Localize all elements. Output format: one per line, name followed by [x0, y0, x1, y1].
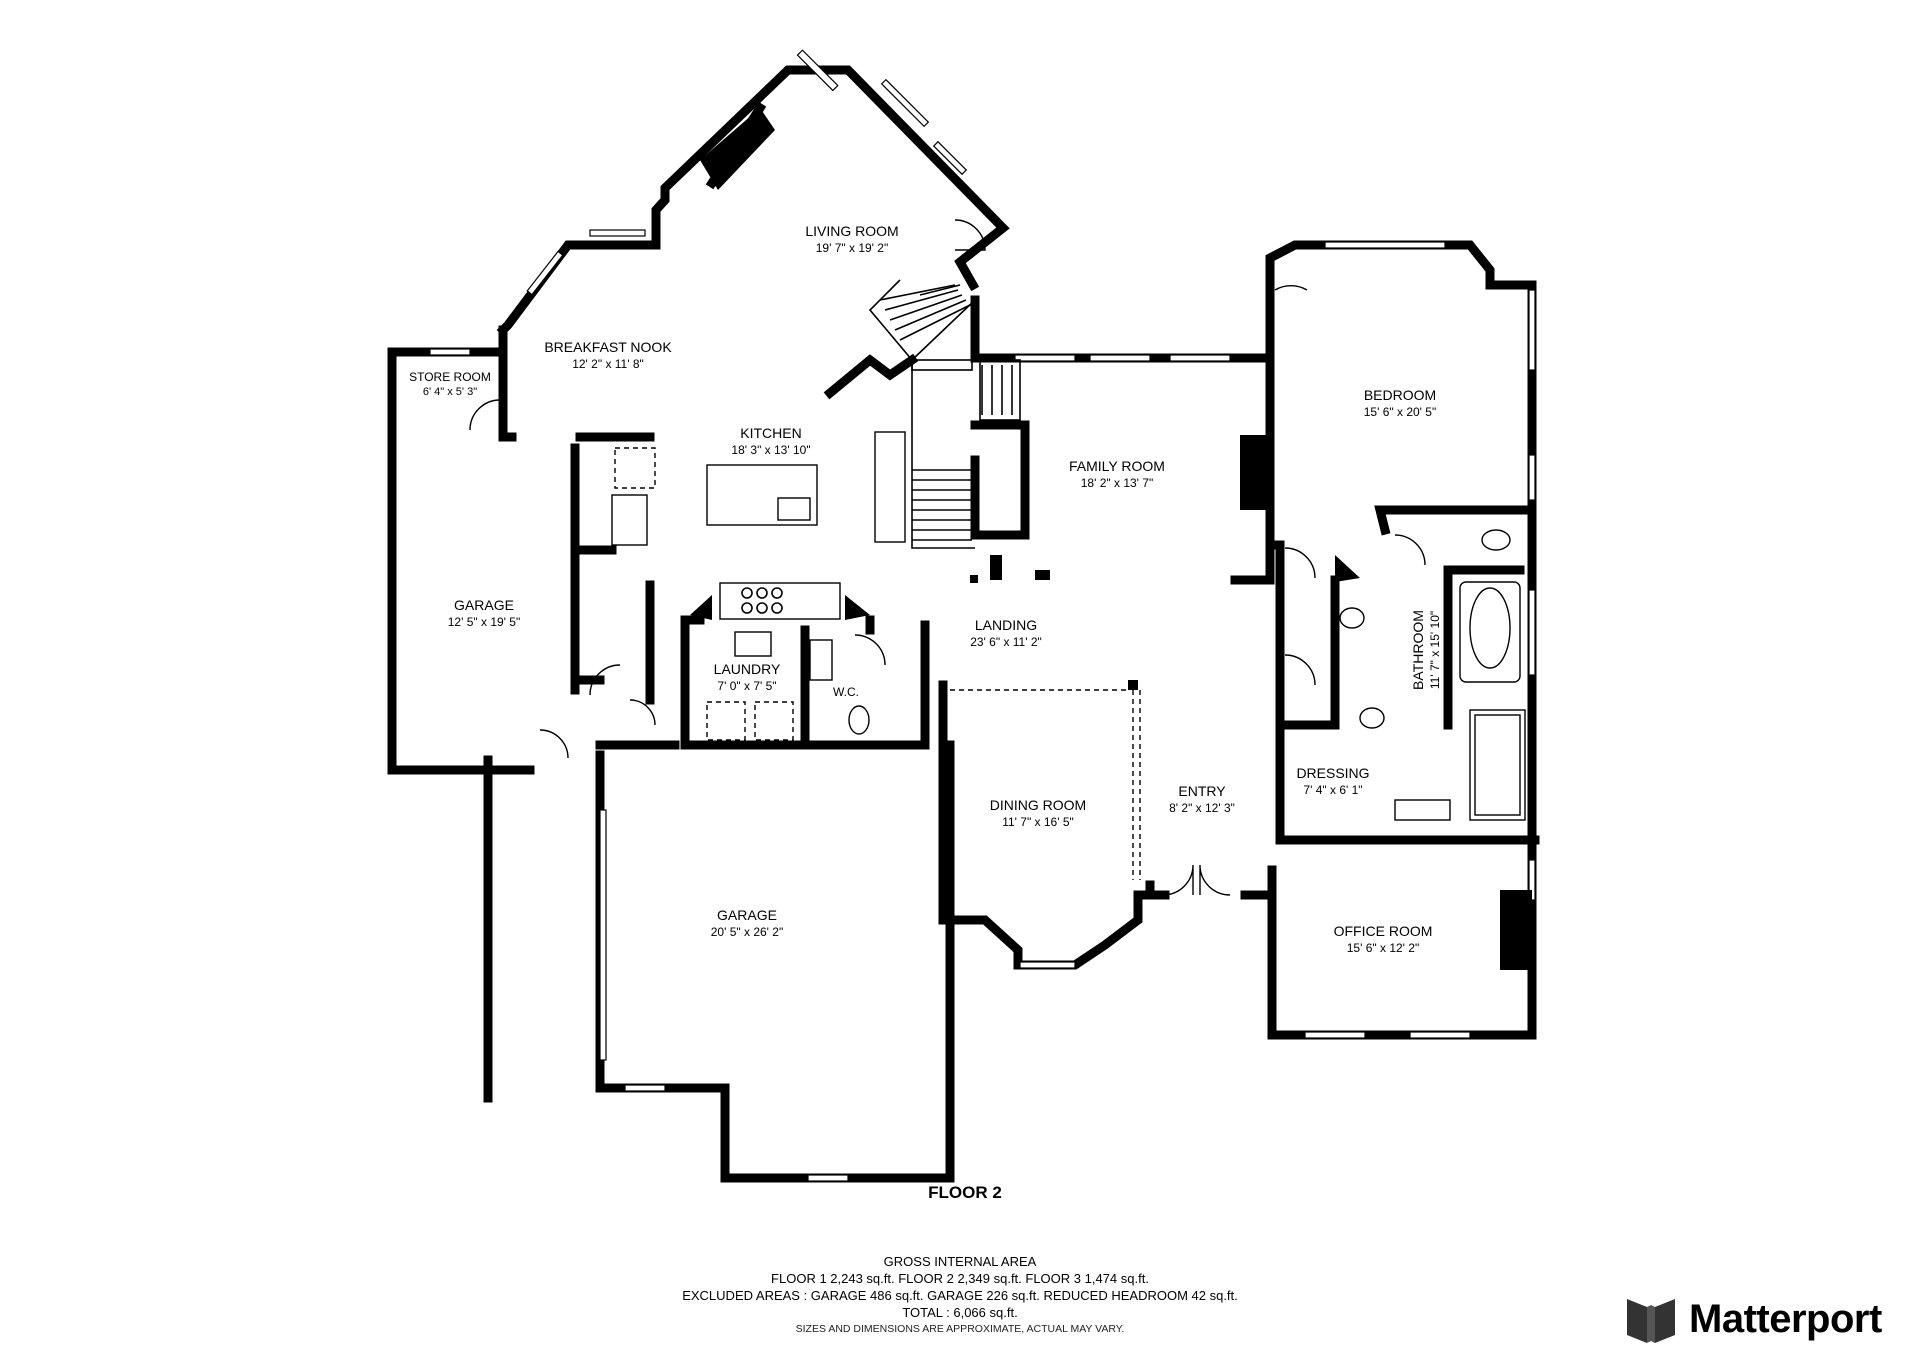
living-room-name: LIVING ROOM [805, 223, 898, 239]
doors [469, 219, 1426, 896]
matterport-logo-icon [1627, 1299, 1675, 1343]
laundry-name: LAUNDRY [714, 661, 781, 677]
garage-small-name: GARAGE [454, 597, 514, 613]
office-room-dims: 15' 6" x 12' 2" [1347, 941, 1419, 955]
bathroom-dims: 11' 7" x 15' 10" [1428, 611, 1442, 689]
family-room-dims: 18' 2" x 13' 7" [1081, 476, 1153, 490]
wc-name: W.C. [833, 685, 859, 699]
kitchen-sink [777, 497, 811, 521]
summary-disclaimer: SIZES AND DIMENSIONS ARE APPROXIMATE, AC… [795, 1323, 1125, 1335]
wc-toilet [848, 705, 870, 735]
fixtures [611, 431, 1526, 821]
landing-name: LANDING [975, 617, 1037, 633]
fireplaces [690, 108, 1532, 970]
bedroom-name: BEDROOM [1364, 387, 1436, 403]
laundry-dims: 7' 0" x 7' 5" [717, 679, 776, 693]
summary-total: TOTAL : 6,066 sq.ft. [902, 1305, 1018, 1320]
bedroom-dims: 15' 6" x 20' 5" [1364, 405, 1436, 419]
dining-room-dims: 11' 7" x 16' 5" [1002, 815, 1074, 829]
area-summary: GROSS INTERNAL AREA FLOOR 1 2,243 sq.ft.… [560, 1253, 1360, 1338]
breakfast-nook-name: BREAKFAST NOOK [544, 339, 672, 355]
floor-label: FLOOR 2 [928, 1183, 1002, 1202]
matterport-brand: Matterport [1625, 1292, 1915, 1346]
entry-name: ENTRY [1178, 783, 1226, 799]
dressing-dims: 7' 4" x 6' 1" [1303, 783, 1362, 797]
summary-title: GROSS INTERNAL AREA [883, 1254, 1037, 1269]
kitchen-name: KITCHEN [740, 425, 801, 441]
summary-floors: FLOOR 1 2,243 sq.ft. FLOOR 2 2,349 sq.ft… [771, 1271, 1149, 1286]
family-room-name: FAMILY ROOM [1069, 458, 1165, 474]
dressing-name: DRESSING [1296, 765, 1369, 781]
room-labels: LIVING ROOM 19' 7" x 19' 2" BREAKFAST NO… [409, 223, 1442, 1202]
brand-name: Matterport [1689, 1296, 1882, 1341]
breakfast-nook-dims: 12' 2" x 11' 8" [572, 357, 644, 371]
store-room-name: STORE ROOM [409, 370, 491, 384]
bathroom-name: BATHROOM [1410, 610, 1426, 690]
walls [387, 65, 1540, 1183]
laundry-sink [734, 631, 772, 657]
garage-large-name: GARAGE [717, 907, 777, 923]
landing-dims: 23' 6" x 11' 2" [970, 635, 1042, 649]
windows [429, 49, 1536, 1182]
office-room-name: OFFICE ROOM [1334, 923, 1433, 939]
garage-large-dims: 20' 5" x 26' 2" [711, 925, 783, 939]
open-dividers [950, 689, 1141, 880]
summary-excluded: EXCLUDED AREAS : GARAGE 486 sq.ft. GARAG… [682, 1288, 1238, 1303]
stairs [868, 279, 1021, 549]
entry-dims: 8' 2" x 12' 3" [1169, 801, 1235, 815]
dining-room-name: DINING ROOM [990, 797, 1086, 813]
kitchen-dims: 18' 3" x 13' 10" [731, 443, 810, 457]
store-room-dims: 6' 4" x 5' 3" [423, 386, 477, 398]
living-room-dims: 19' 7" x 19' 2" [816, 241, 888, 255]
bath-toilet [1481, 529, 1511, 551]
garage-small-dims: 12' 5" x 19' 5" [448, 615, 520, 629]
